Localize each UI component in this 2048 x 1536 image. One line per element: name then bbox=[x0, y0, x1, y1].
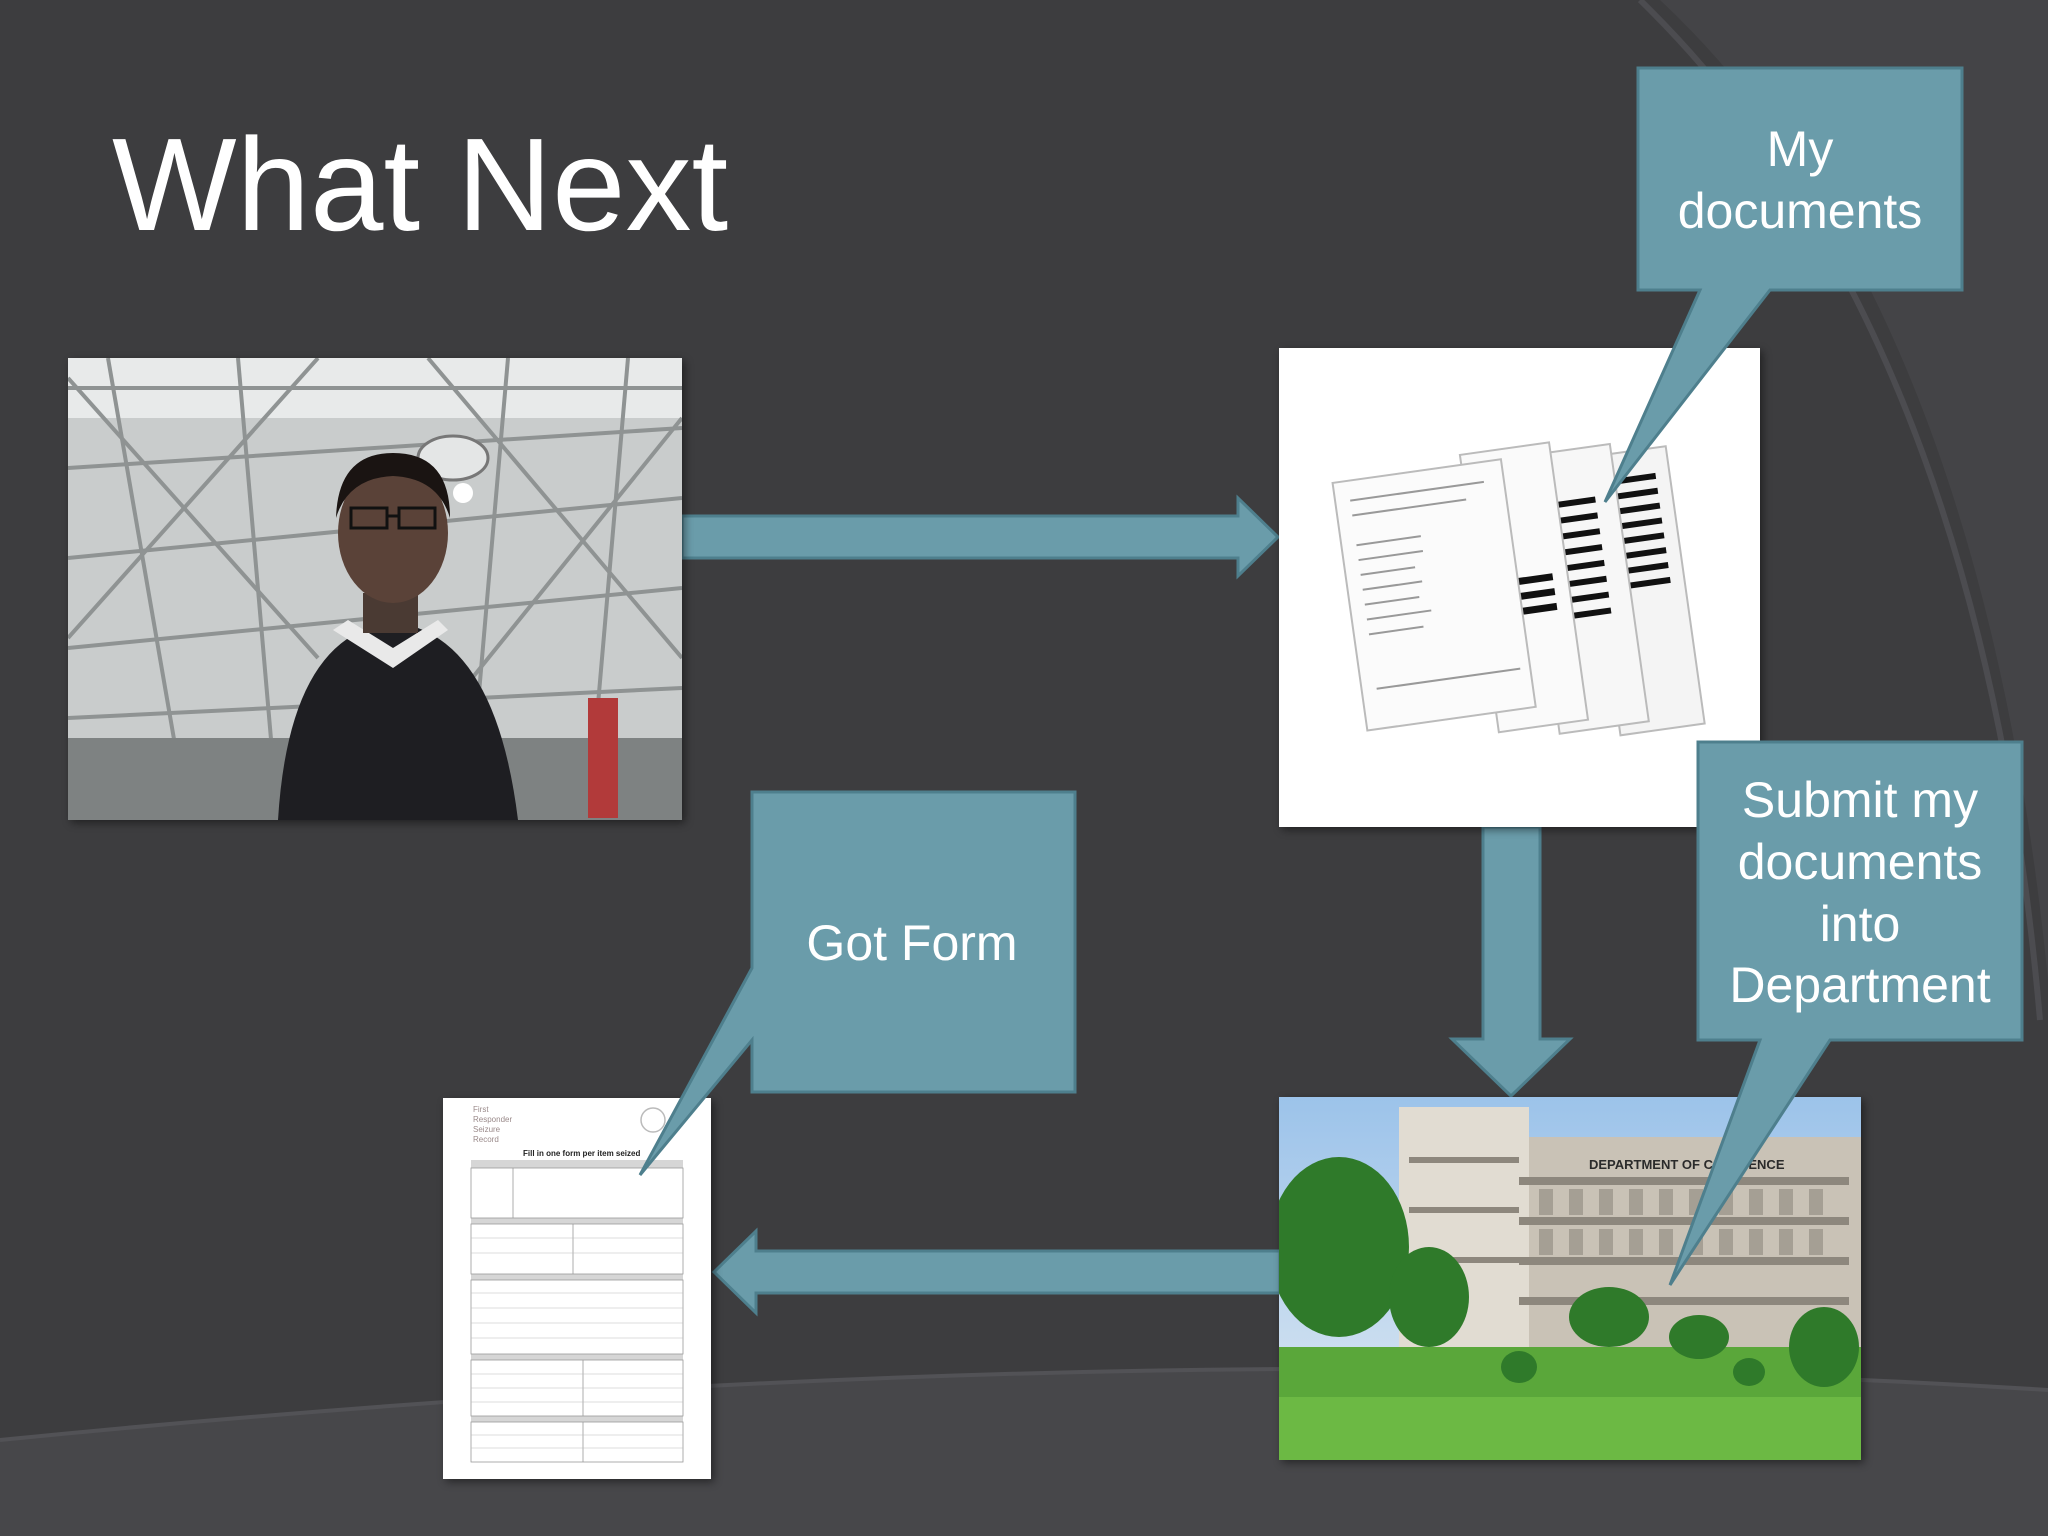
callout-submit-line-2: documents bbox=[1738, 834, 1983, 890]
callout-my-documents: My documents bbox=[1603, 66, 1964, 503]
form-header-line-1: First bbox=[473, 1105, 489, 1114]
callout-submit: Submit my documents into Department bbox=[1668, 740, 2024, 1286]
documents-photo bbox=[1279, 348, 1760, 827]
callout-got-form-line-1: Got Form bbox=[806, 915, 1017, 971]
department-photo: DEPARTMENT OF CO SCIENCE bbox=[1279, 1097, 1861, 1460]
arrow-down bbox=[1448, 825, 1574, 1099]
form-header-line-3: Seizure bbox=[473, 1125, 501, 1134]
form-header-line-2: Responder bbox=[473, 1115, 512, 1124]
callout-submit-line-3: into bbox=[1820, 896, 1901, 952]
callout-my-documents-line-1: My bbox=[1767, 121, 1834, 177]
arrow-right bbox=[680, 494, 1281, 580]
arrow-left bbox=[711, 1227, 1282, 1317]
callout-submit-line-4: Department bbox=[1729, 957, 1990, 1013]
form-photo: First Responder Seizure Record Fill in o… bbox=[443, 1098, 711, 1479]
form-header-line-4: Record bbox=[473, 1135, 499, 1144]
person-photo bbox=[68, 358, 682, 820]
callout-got-form: Got Form bbox=[638, 790, 1077, 1176]
form-heading: Fill in one form per item seized bbox=[523, 1149, 640, 1158]
callout-my-documents-line-2: documents bbox=[1678, 183, 1923, 239]
callout-submit-line-1: Submit my bbox=[1742, 772, 1978, 828]
slide-title: What Next bbox=[112, 111, 729, 258]
